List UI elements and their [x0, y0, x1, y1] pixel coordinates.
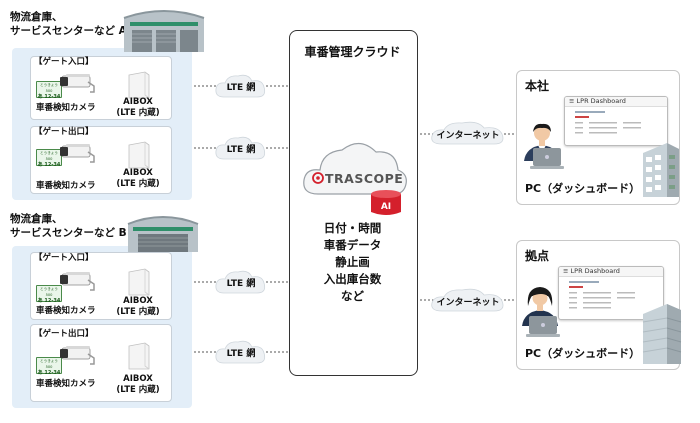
camera-icon: [60, 144, 95, 163]
dashboard-screen: ≡ LPR Dashboard: [564, 96, 668, 146]
trascope-logo-icon: [312, 172, 324, 184]
plate-bottom-text: あ 12-34: [37, 94, 61, 100]
pc-label: PC（ダッシュボード）: [525, 182, 641, 195]
office-title: 拠点: [525, 249, 550, 263]
internet-label: インターネット: [436, 131, 500, 141]
plate-top-text: とうきょう 500: [40, 151, 58, 161]
aibox-icon: [128, 71, 150, 99]
lte-network-label: LTE 網: [226, 83, 256, 93]
internet-cloud-icon: [431, 121, 504, 145]
warehouse-a-icon: [123, 10, 205, 52]
dashboard-menu-icon: ≡: [563, 267, 569, 275]
lte-cloud-icon: [215, 270, 266, 294]
dashboard-header: ≡ LPR Dashboard: [565, 97, 667, 107]
plate-bottom-text: あ 12-34: [37, 162, 61, 168]
laptop-icon: [530, 148, 564, 169]
lte-network-label: LTE 網: [226, 279, 256, 289]
warehouse-b-icon: [127, 216, 199, 252]
plate-bottom-text: あ 12-34: [37, 298, 61, 304]
gate-label: 【ゲート出口】: [34, 127, 94, 137]
license-plate-icon: とうきょう 500 あ 12-34: [36, 285, 62, 304]
laptop-icon: [526, 316, 560, 337]
camera-label: 車番検知カメラ: [36, 306, 96, 316]
office-title: 本社: [525, 79, 550, 93]
aibox-label: AIBOX (LTE 内蔵): [116, 168, 160, 189]
gate-label: 【ゲート入口】: [34, 57, 94, 67]
cloud-data-items: 日付・時間 車番データ 静止画 入出庫台数 など: [289, 220, 416, 305]
plate-top-text: とうきょう 500: [40, 287, 58, 297]
office-building-icon: [643, 143, 679, 197]
cloud-icon: [303, 142, 407, 195]
lte-cloud-icon: [215, 136, 266, 160]
site-b-title: 物流倉庫、 サービスセンターなど B: [10, 213, 127, 239]
ai-badge: AI: [380, 202, 392, 212]
dashboard-title: LPR Dashboard: [570, 267, 620, 275]
aibox-label: AIBOX (LTE 内蔵): [116, 296, 160, 317]
lte-cloud-icon: [215, 340, 266, 364]
camera-label: 車番検知カメラ: [36, 379, 96, 389]
license-plate-icon: とうきょう 500 あ 12-34: [36, 81, 62, 100]
lte-cloud-icon: [215, 74, 266, 98]
license-plate-icon: とうきょう 500 あ 12-34: [36, 357, 62, 376]
lte-network-label: LTE 網: [226, 349, 256, 359]
gate-label: 【ゲート入口】: [34, 253, 94, 263]
gate-label: 【ゲート出口】: [34, 329, 94, 339]
internet-label: インターネット: [436, 298, 500, 308]
license-plate-icon: とうきょう 500 あ 12-34: [36, 149, 62, 168]
pc-label: PC（ダッシュボード）: [525, 347, 641, 360]
data-item: 日付・時間: [323, 221, 382, 235]
data-item: 車番データ: [323, 238, 382, 252]
cloud-service-title: 車番管理クラウド: [304, 45, 401, 59]
office-building-icon: [642, 304, 682, 364]
data-item: 入出庫台数: [323, 272, 382, 286]
aibox-label: AIBOX (LTE 内蔵): [116, 374, 160, 395]
dashboard-title: LPR Dashboard: [576, 97, 626, 105]
plate-top-text: とうきょう 500: [40, 359, 58, 369]
data-item: など: [341, 289, 364, 303]
dashboard-menu-icon: ≡: [569, 97, 575, 105]
aibox-icon: [128, 342, 150, 370]
aibox-label: AIBOX (LTE 内蔵): [116, 97, 160, 118]
aibox-icon: [128, 141, 150, 169]
dashboard-screen: ≡ LPR Dashboard: [558, 266, 664, 320]
database-icon: [371, 190, 401, 215]
dashboard-content-icon: [569, 281, 635, 309]
dashboard-header: ≡ LPR Dashboard: [559, 267, 663, 277]
camera-icon: [60, 272, 95, 291]
camera-icon: [60, 74, 95, 93]
lte-network-label: LTE 網: [226, 145, 256, 155]
dashboard-content-icon: [575, 111, 641, 134]
data-item: 静止画: [335, 255, 370, 269]
site-a-title: 物流倉庫、 サービスセンターなど A: [10, 11, 127, 37]
plate-bottom-text: あ 12-34: [37, 370, 61, 376]
camera-label: 車番検知カメラ: [36, 181, 96, 191]
plate-top-text: とうきょう 500: [40, 83, 58, 93]
camera-label: 車番検知カメラ: [36, 103, 96, 113]
aibox-icon: [128, 268, 150, 296]
camera-icon: [60, 346, 95, 365]
trascope-logo: TRASCOPE: [325, 171, 404, 186]
internet-cloud-icon: [431, 288, 504, 312]
